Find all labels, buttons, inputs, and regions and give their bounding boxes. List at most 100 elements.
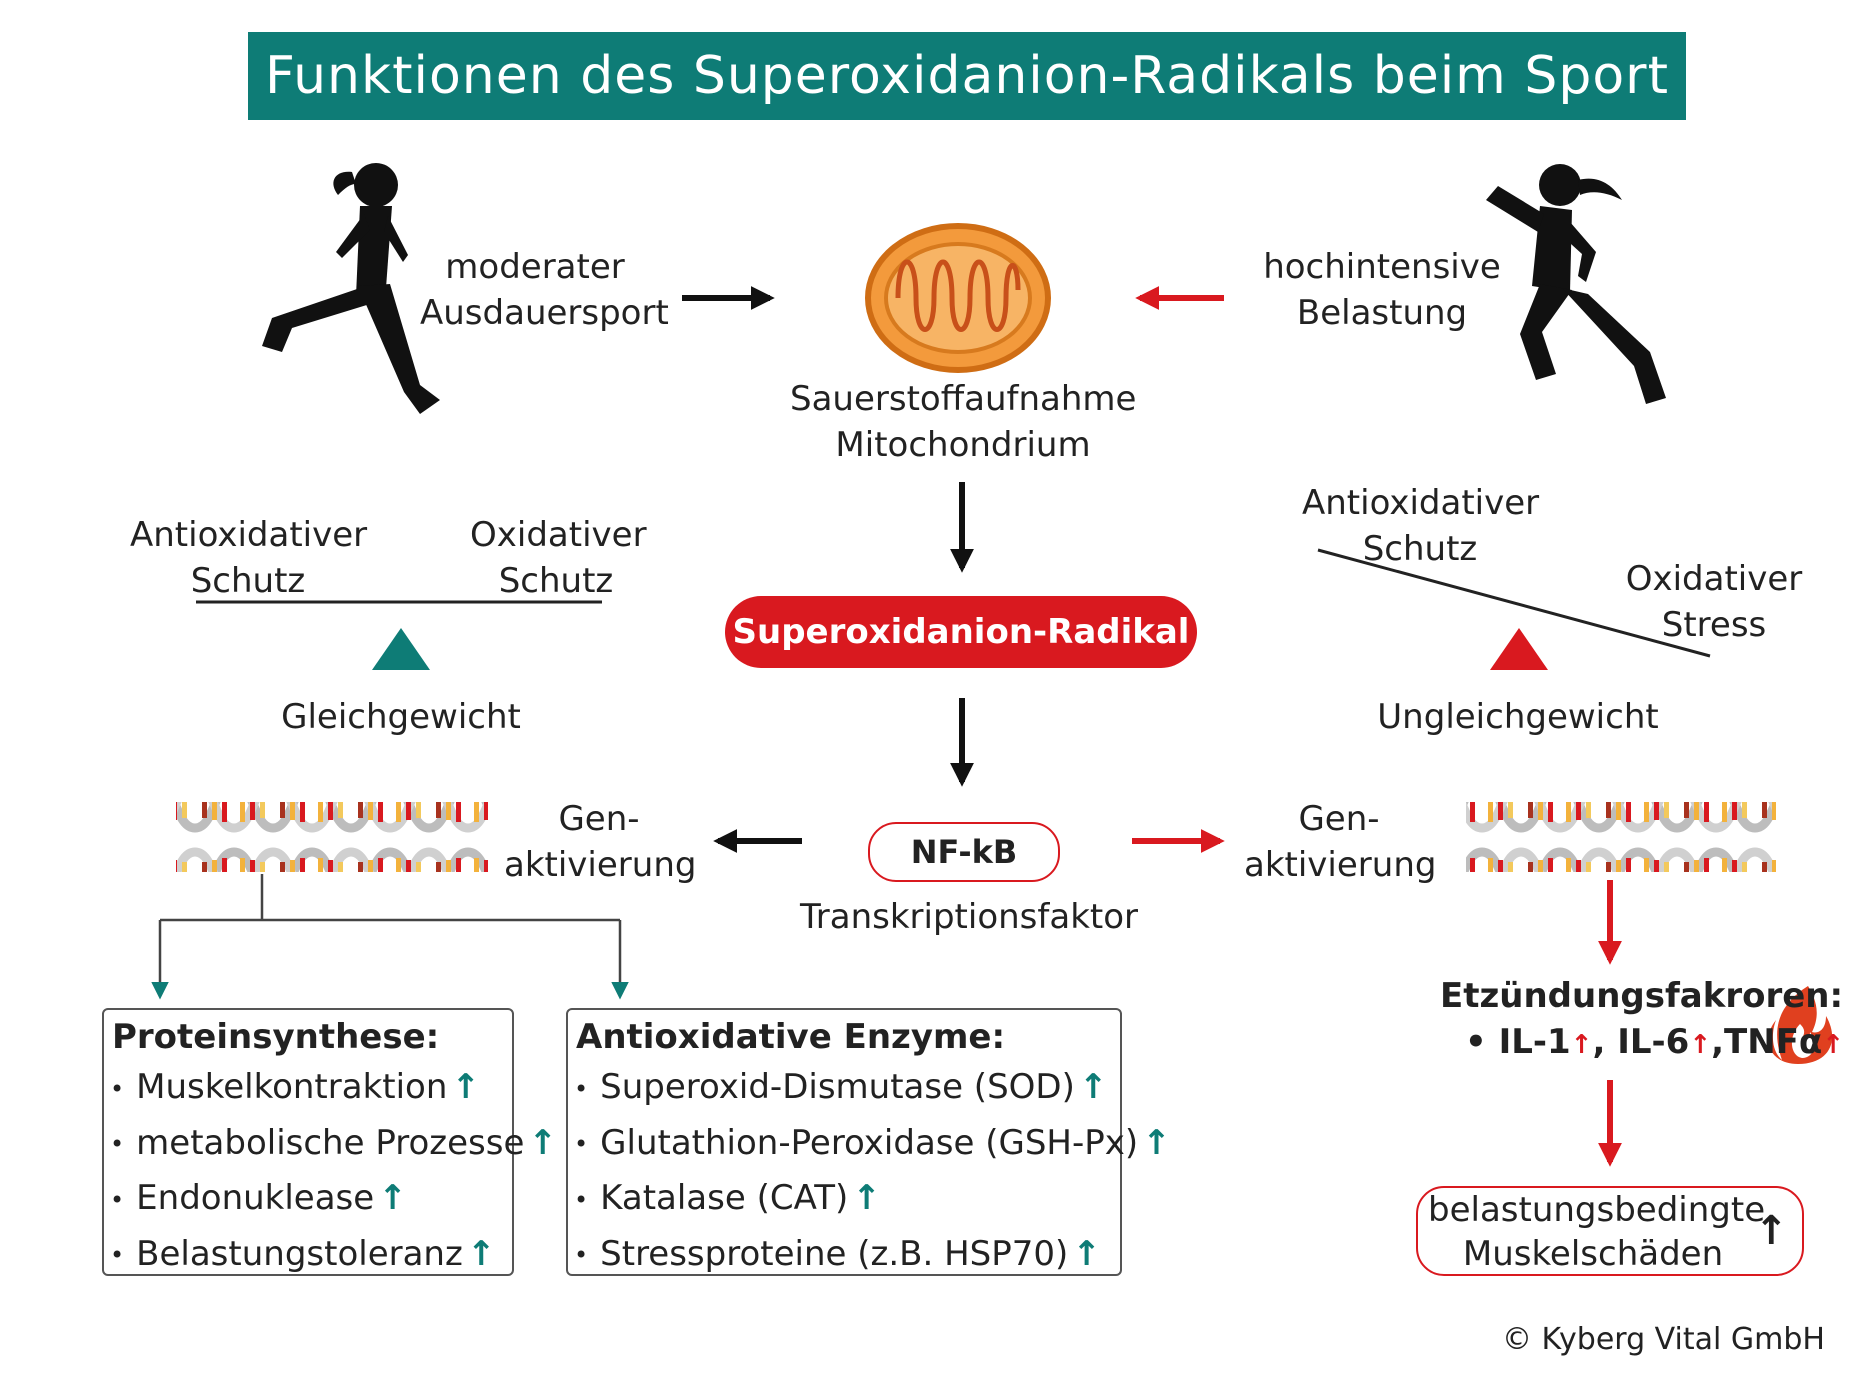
balance-fulcrum-teal xyxy=(372,628,430,670)
radical-pill: Superoxidanion-Radikal xyxy=(725,596,1197,668)
list-item-label: metabolische Prozesse xyxy=(136,1122,525,1163)
balance-beam-right xyxy=(1317,548,1711,658)
title-banner: Funktionen des Superoxidanion-Radikals b… xyxy=(248,32,1686,120)
dna-helix-icon xyxy=(1466,802,1776,872)
list-item: • Stressproteine (z.B. HSP70)↑ xyxy=(574,1227,1120,1283)
gene-activation-left-label: Gen- aktivierung xyxy=(504,796,697,888)
up-arrow-icon: ↑ xyxy=(1754,1208,1788,1254)
radical-label: Superoxidanion-Radikal xyxy=(732,612,1190,652)
antioxidative-enzymes-heading: Antioxidative Enzyme: xyxy=(576,1017,1006,1057)
nfkb-pill: NF-kB xyxy=(868,822,1060,882)
list-item-label: Glutathion-Peroxidase (GSH-Px) xyxy=(600,1122,1139,1163)
mitochondrion-icon xyxy=(865,223,1051,373)
bullet: • xyxy=(110,1241,125,1269)
bullet: • xyxy=(110,1074,125,1103)
bullet: • xyxy=(110,1130,125,1158)
antioxidative-enzymes-box: Antioxidative Enzyme: • Superoxid-Dismuta… xyxy=(566,1008,1171,1276)
inflammation-heading: Etzündungsfakroren: xyxy=(1440,976,1844,1016)
list-item: • Belastungstoleranz↑ xyxy=(110,1227,512,1283)
bullet: • xyxy=(574,1185,589,1214)
up-arrow-icon: ↑ xyxy=(1570,1030,1593,1060)
list-item: • metabolische Prozesse↑ xyxy=(110,1116,557,1172)
list-item: • Endonuklease↑ xyxy=(110,1171,512,1227)
il6-label: IL-6 xyxy=(1617,1022,1690,1062)
up-arrow-icon: ↑ xyxy=(1142,1122,1171,1163)
transcription-factor-label: Transkriptionsfaktor xyxy=(800,897,1138,937)
page-title: Funktionen des Superoxidanion-Radikals b… xyxy=(265,46,1669,106)
balance-right-antioxidative-label: Antioxidativer Schutz xyxy=(1302,480,1540,572)
balance-right-antioxidative-line1: Antioxidativer xyxy=(1302,483,1540,523)
tnfa-label: TNFα xyxy=(1724,1022,1823,1062)
flame-icon xyxy=(1768,986,1833,1064)
up-arrow-icon: ↑ xyxy=(378,1178,407,1218)
balance-right-oxidative-line2: Stress xyxy=(1661,605,1767,645)
tree-connector-left xyxy=(151,874,629,1000)
list-item-label: Endonuklease xyxy=(136,1178,375,1218)
list-item-label: Belastungstoleranz xyxy=(136,1233,463,1274)
list-item: • Muskelkontraktion↑ xyxy=(110,1060,512,1116)
intense-label-line1: hochintensive xyxy=(1263,247,1501,287)
antioxidative-enzymes-list: •Superoxid-Dismutase (SOD)↑ •Glutathion-… xyxy=(568,1060,1171,1283)
mitochondrion-label: Sauerstoffaufnahme Mitochondrium xyxy=(790,376,1136,468)
list-item: • Glutathion-Peroxidase (GSH-Px)↑ xyxy=(574,1116,1171,1172)
gene-activation-right-line2: aktivierung xyxy=(1244,845,1437,885)
protein-synthesis-heading: Proteinsynthese: xyxy=(112,1017,440,1057)
balance-fulcrum-red xyxy=(1490,628,1548,670)
list-item: • Superoxid-Dismutase (SOD)↑ xyxy=(574,1060,1120,1116)
bullet: • xyxy=(110,1185,125,1214)
gene-activation-right-label: Gen- aktivierung xyxy=(1244,796,1437,888)
protein-synthesis-box: Proteinsynthese: •Muskelkontraktion↑ •me… xyxy=(102,1008,557,1276)
balance-left-antioxidative-label: Antioxidativer Schutz xyxy=(130,512,368,604)
dna-helix-icon xyxy=(176,802,488,872)
balance-left-oxidative-line2: Schutz xyxy=(498,561,614,601)
up-arrow-icon: ↑ xyxy=(1689,1030,1712,1060)
il1-label: IL-1 xyxy=(1498,1022,1571,1062)
moderate-label: moderater Ausdauersport xyxy=(420,244,669,336)
balance-left-antioxidative-line2: Schutz xyxy=(190,561,306,601)
list-item: • Katalase (CAT)↑ xyxy=(574,1171,1120,1227)
up-arrow-icon: ↑ xyxy=(451,1067,480,1107)
bullet: • xyxy=(574,1074,589,1103)
sprinter-silhouette-icon xyxy=(1486,164,1666,404)
balance-right-state: Ungleichgewicht xyxy=(1377,697,1659,737)
inflammation-line: • IL-1↑, IL-6↑,TNFα↑ xyxy=(1465,1022,1844,1062)
list-item-label: Katalase (CAT) xyxy=(600,1178,849,1218)
up-arrow-icon: ↑ xyxy=(1072,1233,1101,1274)
up-arrow-icon: ↑ xyxy=(528,1122,557,1163)
intense-label: hochintensive Belastung xyxy=(1262,244,1502,336)
list-item-label: Superoxid-Dismutase (SOD) xyxy=(600,1067,1075,1107)
list-item-label: Muskelkontraktion xyxy=(136,1067,448,1107)
balance-right-oxidative-line1: Oxidativer xyxy=(1625,559,1803,599)
intense-label-line2: Belastung xyxy=(1296,293,1468,333)
gene-activation-right-line1: Gen- xyxy=(1298,799,1380,839)
muscle-damage-line2: Muskelschäden xyxy=(1462,1234,1724,1274)
nfkb-label: NF-kB xyxy=(910,833,1018,871)
up-arrow-icon: ↑ xyxy=(1078,1067,1108,1107)
moderate-label-line1: moderater xyxy=(445,247,625,287)
up-arrow-icon: ↑ xyxy=(852,1178,881,1218)
up-arrow-icon: ↑ xyxy=(1822,1030,1845,1060)
runner-silhouette-icon xyxy=(262,163,440,414)
muscle-damage-line1: belastungsbedingte xyxy=(1428,1190,1766,1230)
balance-left-oxidative-line1: Oxidativer xyxy=(470,515,647,555)
protein-synthesis-list: •Muskelkontraktion↑ •metabolische Prozes… xyxy=(104,1060,557,1283)
copyright: © Kyberg Vital GmbH xyxy=(1502,1322,1825,1357)
bullet: • xyxy=(574,1241,589,1269)
muscle-damage-box: belastungsbedingte Muskelschäden ↑ xyxy=(1416,1186,1804,1276)
muscle-damage-label: belastungsbedingte Muskelschäden xyxy=(1428,1188,1766,1276)
balance-left-state: Gleichgewicht xyxy=(281,697,521,737)
bullet: • xyxy=(1465,1022,1487,1062)
mitochondrion-label-line1: Sauerstoffaufnahme xyxy=(790,379,1137,419)
separator: , xyxy=(1711,1022,1725,1062)
gene-activation-left-line2: aktivierung xyxy=(504,845,697,885)
balance-right-oxidative-label: Oxidativer Stress xyxy=(1624,556,1804,648)
moderate-label-line2: Ausdauersport xyxy=(420,293,669,333)
balance-left-antioxidative-line1: Antioxidativer xyxy=(130,515,368,555)
up-arrow-icon: ↑ xyxy=(466,1233,496,1274)
list-item-label: Stressproteine (z.B. HSP70) xyxy=(600,1233,1069,1274)
mitochondrion-label-line2: Mitochondrium xyxy=(835,425,1091,465)
bullet: • xyxy=(574,1130,589,1158)
separator: , xyxy=(1592,1022,1618,1062)
